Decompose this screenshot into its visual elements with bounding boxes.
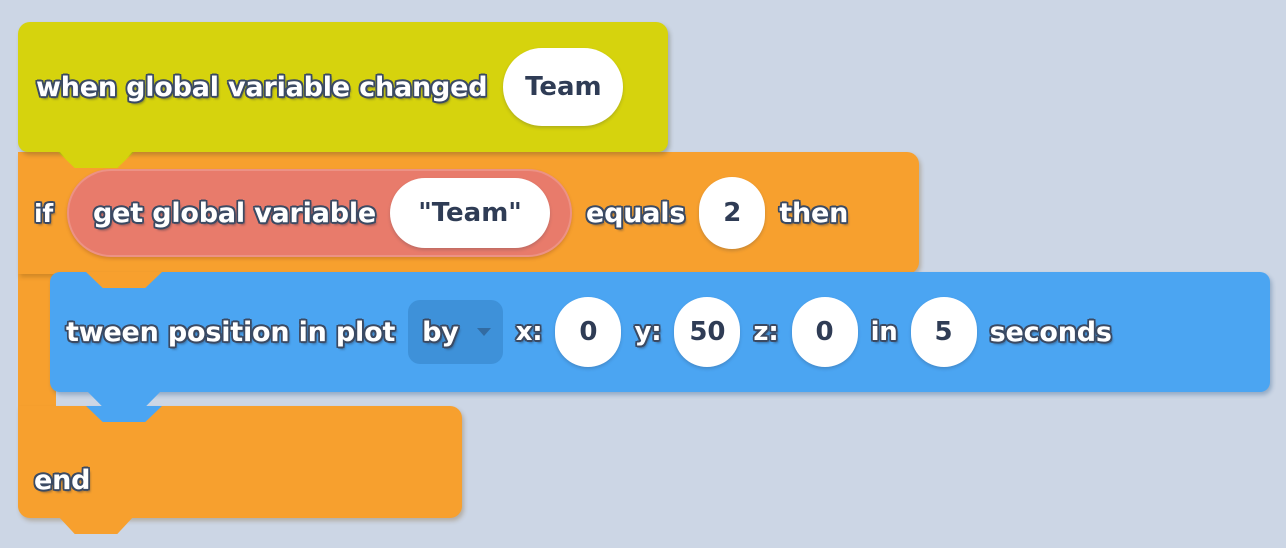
hat-block-connector-nub [58,150,134,168]
tween-x-field[interactable]: 0 [555,297,622,367]
tween-y-label: y: [634,317,662,347]
hat-block-label: when global variable changed [36,71,488,103]
get-global-variable-field[interactable]: "Team" [390,178,551,248]
tween-y-field[interactable]: 50 [674,297,741,367]
end-block-connector-nub [58,516,134,534]
tween-position-in-plot-block[interactable]: tween position in plot by x: 0 y: 50 z: … [50,272,1270,392]
tween-x-label: x: [515,317,543,347]
equals-comparison-reporter[interactable]: get global variable "Team" [67,169,573,257]
tween-seconds-label: seconds [989,316,1112,348]
if-keyword-label: if [34,198,54,228]
tween-block-top-notch [86,272,162,288]
tween-z-label: z: [753,317,779,347]
if-block-left-wall [18,260,56,430]
equals-value-field[interactable]: 2 [699,177,766,249]
end-block[interactable]: end [18,406,462,518]
end-block-top-notch [86,406,162,422]
chevron-down-icon [476,328,491,336]
tween-block-label: tween position in plot [66,316,396,348]
tween-z-field[interactable]: 0 [791,297,858,367]
hat-variable-field[interactable]: Team [503,48,624,126]
tween-mode-dropdown[interactable]: by [408,300,503,364]
tween-block-connector-nub [86,390,162,407]
get-global-variable-label: get global variable [93,197,377,229]
end-label-wrapper: end [34,465,90,518]
tween-mode-value: by [422,316,459,348]
then-keyword-label: then [779,197,849,229]
if-then-block[interactable]: if get global variable "Team" equals 2 t… [18,152,919,274]
when-global-variable-changed-block[interactable]: when global variable changed Team [18,22,668,152]
tween-in-label: in [870,317,898,347]
tween-duration-field[interactable]: 5 [910,297,977,367]
end-block-label: end [34,465,91,496]
equals-operator-label: equals [586,197,686,229]
